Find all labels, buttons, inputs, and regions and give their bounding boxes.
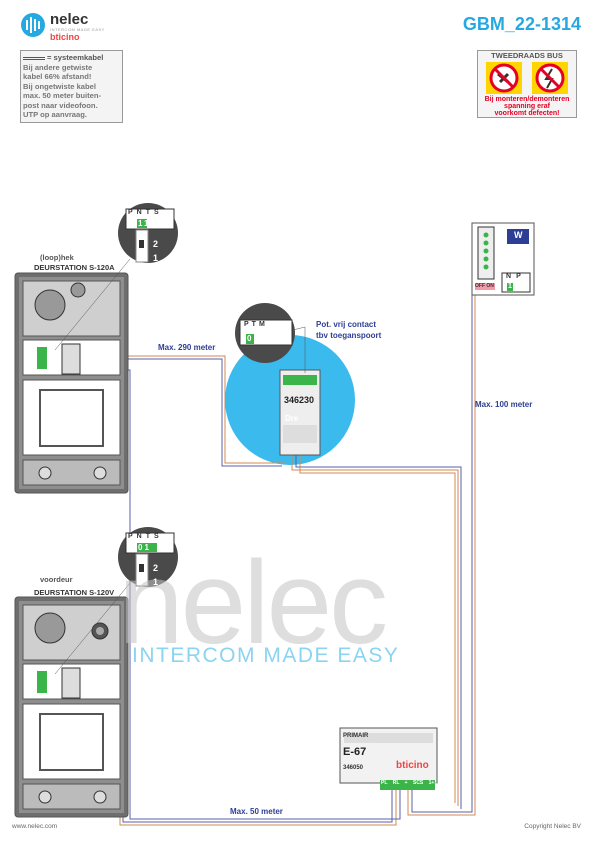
station-top-name: DEURSTATION S-120A (34, 263, 115, 272)
warning-title: TWEEDRAADS BUS (491, 51, 563, 60)
station-bottom-name: DEURSTATION S-120V (34, 588, 115, 597)
cable-relay-monitor (291, 455, 462, 809)
warning-line: voorkomt defecten! (494, 110, 560, 117)
dip-top-values: 11 (138, 219, 151, 228)
relay-label: Dre (285, 414, 299, 423)
note-line: UTP op aanvraag. (23, 110, 88, 119)
monitor-dip-headers: NP (506, 273, 526, 280)
cable-note: = systeemkabel Bij andere getwiste kabel… (20, 50, 123, 123)
cable-label-top: Max. 290 meter (158, 343, 216, 352)
power-terminals: PL RL + SCS 1+1 (381, 780, 438, 786)
cable-label-bottom: Max. 50 meter (230, 807, 283, 816)
warning-line: spanning eraf (504, 103, 550, 110)
relay-zoom-value: 0 (247, 334, 252, 343)
note-line: kabel 66% afstand! (23, 72, 92, 81)
dip-zoom-top (54, 203, 178, 351)
note-line: Bij ongetwiste kabel (23, 81, 97, 91)
cable-station-top-relay (95, 355, 285, 467)
door-station-top (14, 272, 129, 494)
station-bottom-location: voordeur (40, 575, 73, 584)
monitor-dip-value: 1 (508, 283, 512, 290)
warning-box: TWEEDRAADS BUS Bij monteren/demonteren s… (477, 50, 577, 118)
document-id: GBM_22-1314 (462, 14, 581, 34)
no-power-icon (486, 62, 568, 94)
note-legend: = systeemkabel (23, 53, 120, 63)
note-line: post naar videofoon. (23, 100, 98, 110)
door-station-bottom (14, 596, 129, 818)
power-code: 346050 (343, 765, 364, 771)
footer-copyright: Copyright Nelec BV (524, 823, 581, 830)
power-brand: bticino (396, 760, 429, 771)
watermark-tagline: INTERCOM MADE EASY (132, 644, 400, 667)
brand-tagline: INTERCOM MADE EASY (50, 27, 105, 32)
warning-line: Bij monteren/demonteren (484, 96, 570, 103)
monitor-switch: OFF ON (475, 283, 494, 289)
dip-zoom-bottom (54, 527, 178, 675)
relay-code: 346230 (284, 395, 315, 405)
note-line: max. 50 meter buiten- (23, 91, 102, 100)
dip-bottom-headers: PNTS (128, 533, 163, 540)
dip-bottom-values: 01 (138, 543, 151, 552)
relay-note-line2: tbv toeganspoort (316, 331, 382, 340)
power-supply-unit (339, 727, 438, 790)
relay-zoom-headers: PTM (244, 321, 268, 328)
monitor-badge: W (514, 230, 523, 240)
nelec-logo-icon (21, 13, 45, 37)
cable-label-right: Max. 100 meter (475, 400, 533, 409)
note-line: Bij andere getwiste (23, 62, 93, 72)
power-model: E-67 (343, 746, 367, 758)
watermark-text: nelec (118, 537, 388, 669)
brand-name: nelec (50, 11, 89, 28)
relay-note-line1: Pot. vrij contact (316, 320, 377, 329)
brand-partner: bticino (50, 32, 80, 42)
dip-top-headers: PNTS (128, 209, 163, 216)
relay-module (235, 303, 321, 456)
power-label: PRIMAIR (343, 733, 369, 739)
footer-website: www.nelec.com (12, 823, 58, 830)
monitor-unit (471, 222, 535, 296)
station-top-location: (loop)hek (40, 253, 74, 262)
